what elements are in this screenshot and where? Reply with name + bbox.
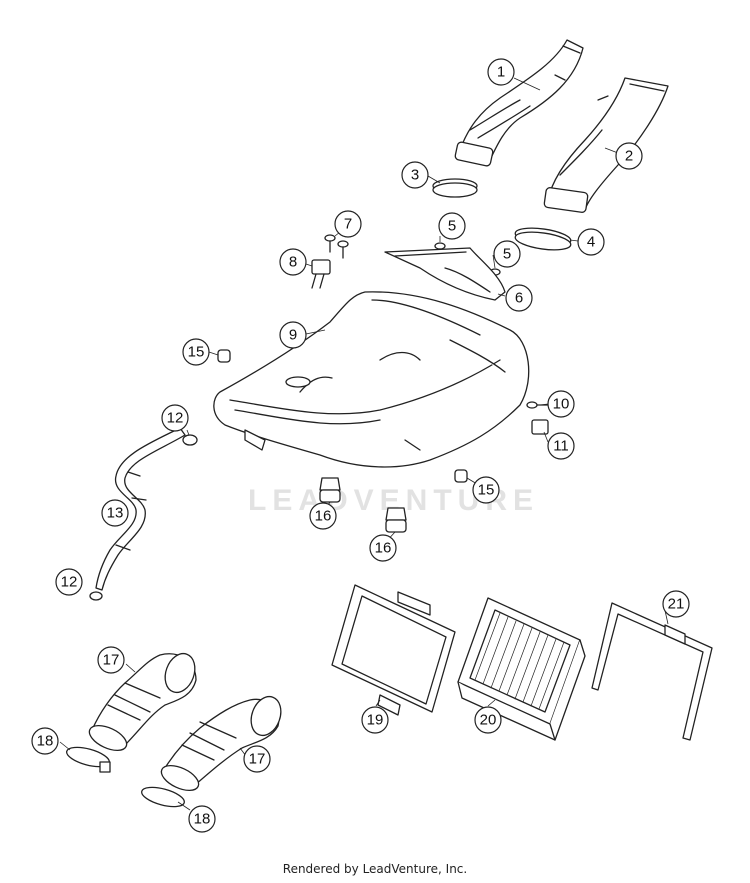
callout-18b[interactable]: 18: [188, 805, 216, 833]
svg-text:19: 19: [367, 712, 384, 729]
callout-15a[interactable]: 15: [182, 338, 210, 366]
callout-13[interactable]: 13: [101, 499, 129, 527]
svg-text:20: 20: [480, 712, 497, 729]
svg-text:5: 5: [448, 218, 456, 235]
svg-text:13: 13: [107, 505, 124, 522]
part-sensor[interactable]: [312, 260, 330, 288]
part-spacer-15a[interactable]: [218, 350, 230, 362]
part-drain-hose[interactable]: [96, 428, 185, 590]
callout-20[interactable]: 20: [474, 706, 502, 734]
part-bolt-7a[interactable]: [325, 235, 335, 252]
svg-text:3: 3: [411, 167, 419, 184]
svg-text:12: 12: [167, 410, 184, 427]
svg-text:16: 16: [315, 508, 332, 525]
part-clamp-18b[interactable]: [140, 784, 187, 811]
svg-text:7: 7: [344, 216, 352, 233]
svg-text:17: 17: [249, 751, 266, 768]
part-cover-plate[interactable]: [385, 248, 505, 300]
callout-1[interactable]: 1: [487, 58, 515, 86]
callout-4[interactable]: 4: [577, 228, 605, 256]
callout-3[interactable]: 3: [401, 161, 429, 189]
svg-text:6: 6: [515, 290, 523, 307]
callout-12b[interactable]: 12: [55, 568, 83, 596]
svg-text:21: 21: [668, 596, 685, 613]
part-screw-10[interactable]: [527, 402, 548, 408]
svg-text:5: 5: [503, 246, 511, 263]
callout-21[interactable]: 21: [662, 590, 690, 618]
part-bracket[interactable]: [592, 603, 712, 740]
callout-16b[interactable]: 16: [369, 534, 397, 562]
part-hose-clamp-12b[interactable]: [90, 592, 102, 600]
callouts: 1 2 3 4 5 5 6 7 8 9 10 11 12 12 13 15 15…: [31, 58, 690, 833]
svg-text:15: 15: [188, 344, 205, 361]
svg-text:11: 11: [553, 438, 569, 455]
svg-text:18: 18: [37, 733, 54, 750]
svg-text:4: 4: [587, 234, 595, 251]
callout-5b[interactable]: 5: [493, 240, 521, 268]
callout-18a[interactable]: 18: [31, 727, 59, 755]
callout-5a[interactable]: 5: [438, 212, 466, 240]
part-grommet-16a[interactable]: [320, 478, 340, 502]
part-intake-boot-17a[interactable]: [86, 649, 200, 755]
part-seal-ring-3[interactable]: [433, 179, 477, 197]
callout-10[interactable]: 10: [547, 390, 575, 418]
part-airbox-housing[interactable]: [214, 292, 529, 467]
part-air-filter[interactable]: [458, 598, 585, 740]
svg-text:1: 1: [497, 64, 505, 81]
svg-text:2: 2: [625, 148, 633, 165]
callout-11[interactable]: 11: [547, 432, 575, 460]
svg-text:10: 10: [553, 396, 570, 413]
callout-7[interactable]: 7: [334, 210, 362, 238]
part-seal-ring-4[interactable]: [514, 225, 572, 253]
callout-12a[interactable]: 12: [161, 404, 189, 432]
svg-text:17: 17: [103, 652, 120, 669]
part-intake-boot-17b[interactable]: [158, 692, 286, 795]
part-clip[interactable]: [532, 420, 548, 434]
svg-text:15: 15: [478, 482, 495, 499]
part-spacer-15b[interactable]: [455, 470, 467, 482]
svg-text:16: 16: [375, 540, 392, 557]
part-grommet-16b[interactable]: [386, 508, 406, 532]
callout-19[interactable]: 19: [361, 706, 389, 734]
callout-9[interactable]: 9: [279, 321, 307, 349]
part-intake-duct-right[interactable]: [544, 78, 668, 213]
callout-17b[interactable]: 17: [243, 745, 271, 773]
callout-17a[interactable]: 17: [97, 646, 125, 674]
svg-text:8: 8: [289, 254, 297, 271]
callout-16a[interactable]: 16: [309, 502, 337, 530]
svg-text:18: 18: [194, 811, 211, 828]
callout-6[interactable]: 6: [505, 284, 533, 312]
part-intake-duct-upper[interactable]: [455, 40, 583, 167]
part-filter-frame[interactable]: [332, 585, 455, 715]
part-clamp-18a[interactable]: [65, 744, 112, 772]
callout-8[interactable]: 8: [279, 248, 307, 276]
part-bolt-7b[interactable]: [338, 241, 348, 258]
part-hose-clamp-12a[interactable]: [183, 435, 197, 445]
svg-text:12: 12: [61, 574, 78, 591]
credit-footer: Rendered by LeadVenture, Inc.: [282, 862, 468, 876]
svg-text:9: 9: [289, 327, 297, 344]
callout-2[interactable]: 2: [615, 142, 643, 170]
callout-15b[interactable]: 15: [472, 476, 500, 504]
